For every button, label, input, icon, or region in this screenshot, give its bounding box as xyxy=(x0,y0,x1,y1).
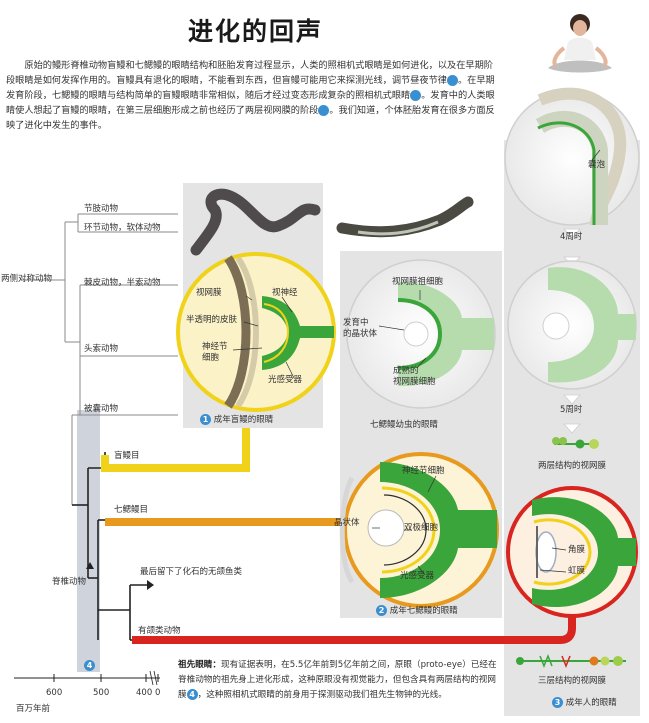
tick-600: 600 xyxy=(46,688,63,698)
label-lamprey: 七鳃鳗目 xyxy=(114,505,149,515)
human-vesicle-eye xyxy=(504,87,640,226)
label-bipolar: 双极细胞 xyxy=(404,523,439,533)
label-week4: 4周时 xyxy=(560,232,583,242)
marker-3: 3 xyxy=(318,105,342,116)
footnote: 祖先眼睛：现有证据表明，在5.5亿年前到5亿年前之间，原眼（proto-eye）… xyxy=(178,658,504,703)
label-bilateria: 两侧对称动物 xyxy=(1,274,53,284)
caption-adult-human: 3 成年人的眼睛 xyxy=(552,697,617,709)
label-vertebrates: 脊椎动物 xyxy=(52,577,87,587)
vertebrate-branches xyxy=(72,452,150,641)
label-photoreceptor: 光感受器 xyxy=(268,375,303,385)
label-jawed: 有颌类动物 xyxy=(138,626,181,636)
marker-2: 2 xyxy=(410,90,434,101)
hagfish-lineage xyxy=(101,428,250,472)
label-cephalochordates: 头索动物 xyxy=(84,344,119,354)
label-fossil-fish: 最后留下了化石的无颌鱼类 xyxy=(140,567,243,577)
footnote-head: 祖先眼睛： xyxy=(178,660,221,670)
adult-lamprey-eye xyxy=(339,452,499,608)
arrow-down-1 xyxy=(563,228,581,239)
footnote-marker: 4 xyxy=(186,689,198,700)
lamprey-image xyxy=(336,196,474,238)
caption-larva: 七鳃鳗幼虫的眼睛 xyxy=(370,420,439,430)
label-retinal-progenitor: 视网膜祖细胞 xyxy=(392,277,444,287)
two-layer-retina-icon xyxy=(552,437,599,449)
human-figure-image xyxy=(548,14,612,73)
phylo-tree xyxy=(22,213,178,505)
label-iris: 虹膜 xyxy=(568,566,586,576)
label-lens: 晶状体 xyxy=(334,518,360,528)
label-vesicle: 囊泡 xyxy=(588,160,606,170)
footnote-text-1: 现有证据表明，在5.5亿年前到5亿年前之间，原眼（proto-eye）已经在脊椎… xyxy=(178,660,497,700)
page-title: 进化的回声 xyxy=(188,17,324,46)
label-ganglion: 神经节 细胞 xyxy=(202,342,228,363)
axis-break xyxy=(149,670,158,686)
human-lineage xyxy=(132,612,576,644)
label-annelids: 环节动物，软体动物 xyxy=(84,223,161,233)
label-cornea: 角膜 xyxy=(568,545,586,555)
label-week5: 5周时 xyxy=(560,405,583,415)
marker-4: 4 xyxy=(84,655,95,674)
label-hagfish: 盲鳗目 xyxy=(114,451,140,461)
intro-text-2: 。在早期发育阶段，七鳃鳗的眼睛与结构简单的盲鳗眼睛非常相似，随后才经过变态形成复… xyxy=(6,75,495,101)
marker-1: 1 xyxy=(447,75,471,86)
label-three-layer: 三层结构的视网膜 xyxy=(538,676,607,686)
label-optic-nerve: 视神经 xyxy=(272,288,298,298)
larva-eye xyxy=(346,259,496,409)
caption-hagfish: 1 成年盲鳗的眼睛 xyxy=(200,414,273,426)
tick-400: 400 xyxy=(136,688,153,698)
label-urochordates: 被囊动物 xyxy=(84,404,119,414)
label-retina: 视网膜 xyxy=(196,288,222,298)
human-5week-eye xyxy=(507,260,637,390)
label-ganglion-cells: 神经节细胞 xyxy=(402,466,445,476)
label-two-layer: 两层结构的视网膜 xyxy=(538,461,607,471)
label-echinoderms: 棘皮动物，半索动物 xyxy=(84,278,161,288)
fossil-arrow xyxy=(147,580,154,590)
intro-text-1: 原始的鳗形脊椎动物盲鳗和七鳃鳗的眼睛结构和胚胎发育过程显示，人类的照相机式眼睛是… xyxy=(6,60,493,86)
vertebrate-arrow xyxy=(86,562,94,569)
hagfish-image xyxy=(205,188,321,233)
caption-adult-lamprey: 2 成年七鳃鳗的眼睛 xyxy=(376,605,458,617)
intro-paragraph: 原始的鳗形脊椎动物盲鳗和七鳃鳗的眼睛结构和胚胎发育过程显示，人类的照相机式眼睛是… xyxy=(6,58,501,133)
label-photoreceptor-2: 光感受器 xyxy=(400,571,435,581)
label-developing-lens: 发育中 的晶状体 xyxy=(343,318,378,339)
intro-text-3: 。发育中的人类眼睛使人想起了盲鳗的眼睛，在第三层细胞形成之前也经历了两层视网膜的… xyxy=(6,90,495,116)
adult-human-eye xyxy=(506,486,638,618)
tick-0: 0 xyxy=(155,688,161,698)
label-mature-retina: 成熟的 视网膜细胞 xyxy=(393,366,436,387)
timeline-unit: 百万年前 xyxy=(16,704,51,714)
three-layer-retina-icon xyxy=(516,653,626,669)
hagfish-eye xyxy=(176,252,336,412)
label-arthropods: 节肢动物 xyxy=(84,204,119,214)
intro-text-4: 。我们知道，个体胚胎发育在很多方面反映了进化中发生的事件。 xyxy=(6,105,495,131)
callout-lines xyxy=(232,149,601,575)
tick-500: 500 xyxy=(93,688,110,698)
footnote-text-2: ，这种照相机式眼睛的前身用于探测驱动我们祖先生物钟的光线。 xyxy=(197,690,447,700)
label-translucent-skin: 半透明的皮肤 xyxy=(186,315,238,325)
